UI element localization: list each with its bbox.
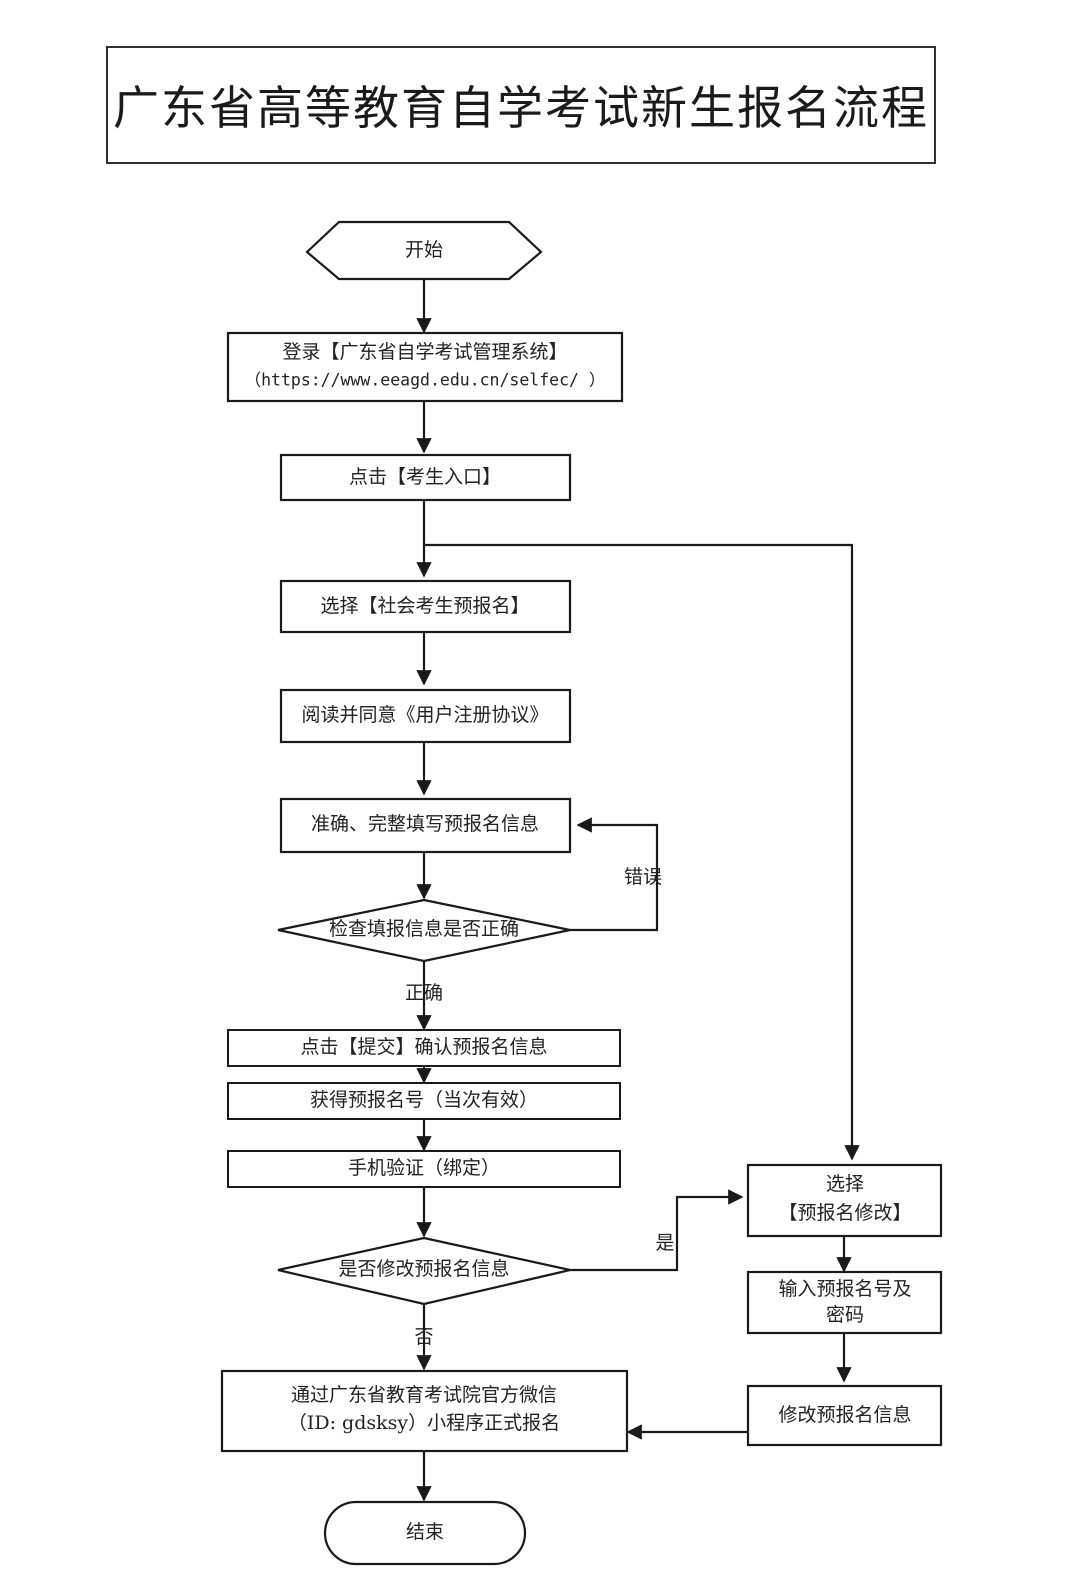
input-credentials-label-line1: 输入预报名号及 (778, 1278, 911, 1300)
edge-entry-to-choose-modify (424, 543, 860, 1161)
agreement-label: 阅读并同意《用户注册协议》 (301, 704, 548, 726)
node-modify-info[interactable]: 修改预报名信息 (746, 1384, 943, 1447)
fill-info-label: 准确、完整填写预报名信息 (311, 813, 539, 835)
entry-label: 点击【考生入口】 (349, 466, 501, 488)
wechat-register-label-line2: （ID: gdsksy）小程序正式报名 (288, 1412, 560, 1434)
node-agreement[interactable]: 阅读并同意《用户注册协议》 (279, 688, 572, 744)
choose-modify-label-line1: 选择 (826, 1173, 864, 1195)
start-label: 开始 (405, 239, 443, 261)
submit-label: 点击【提交】确认预报名信息 (300, 1036, 547, 1058)
phone-verify-box (227, 1150, 621, 1188)
node-check-info[interactable]: 检查填报信息是否正确 (277, 898, 571, 963)
page-title: 广东省高等教育自学考试新生报名流程 (113, 81, 929, 135)
connectors (416, 278, 860, 1502)
modify-decision-diamond (277, 1236, 571, 1306)
login-label-line1: 登录【广东省自学考试管理系统】 (282, 341, 567, 363)
node-get-number[interactable]: 获得预报名号（当次有效） (227, 1082, 621, 1120)
edge-label-correct: 正确 (405, 982, 443, 1004)
choose-modify-box (746, 1163, 943, 1238)
choose-pre-reg-label: 选择【社会考生预报名】 (320, 595, 529, 617)
submit-box (227, 1029, 621, 1067)
modify-decision-label: 是否修改预报名信息 (338, 1258, 509, 1280)
end-stadium (323, 1500, 527, 1566)
node-start[interactable]: 开始 (305, 220, 543, 281)
edge-modify-decision-yes (570, 1189, 744, 1272)
edge-label-error: 错误 (624, 866, 662, 888)
node-choose-modify[interactable]: 选择 【预报名修改】 (746, 1163, 943, 1238)
check-info-label: 检查填报信息是否正确 (329, 918, 519, 940)
node-end[interactable]: 结束 (323, 1500, 527, 1566)
node-wechat-register[interactable]: 通过广东省教育考试院官方微信 （ID: gdsksy）小程序正式报名 (220, 1369, 629, 1453)
node-login[interactable]: 登录【广东省自学考试管理系统】 （https://www.eeagd.edu.c… (226, 331, 624, 403)
login-box (226, 331, 624, 403)
choose-modify-label-line2: 【预报名修改】 (778, 1202, 911, 1224)
node-input-credentials[interactable]: 输入预报名号及 密码 (746, 1270, 943, 1335)
edge-label-yes: 是 (655, 1232, 674, 1254)
choose-pre-reg-box (279, 579, 572, 634)
wechat-register-label-line1: 通过广东省教育考试院官方微信 (291, 1384, 557, 1406)
modify-info-box (746, 1384, 943, 1447)
login-label-line2: （https://www.eeagd.edu.cn/selfec/ ） (245, 371, 606, 390)
node-submit[interactable]: 点击【提交】确认预报名信息 (227, 1029, 621, 1067)
wechat-register-box (220, 1369, 629, 1453)
edge-labels: 错误 正确 是 否 (405, 866, 675, 1348)
node-entry[interactable]: 点击【考生入口】 (279, 453, 572, 502)
node-fill-info[interactable]: 准确、完整填写预报名信息 (279, 797, 572, 854)
fill-info-box (279, 797, 572, 854)
edge-label-no: 否 (414, 1326, 433, 1348)
input-credentials-label-line2: 密码 (826, 1304, 864, 1326)
entry-box (279, 453, 572, 502)
check-info-diamond (277, 898, 571, 963)
modify-info-label: 修改预报名信息 (778, 1404, 911, 1426)
input-credentials-box (746, 1270, 943, 1335)
get-number-label: 获得预报名号（当次有效） (310, 1089, 538, 1111)
agreement-box (279, 688, 572, 744)
node-modify-decision[interactable]: 是否修改预报名信息 (277, 1236, 571, 1306)
title-frame: 广东省高等教育自学考试新生报名流程 (106, 46, 936, 164)
get-number-box (227, 1082, 621, 1120)
node-choose-pre-reg[interactable]: 选择【社会考生预报名】 (279, 579, 572, 634)
end-label: 结束 (406, 1521, 444, 1543)
edge-check-error-loop (570, 817, 659, 932)
phone-verify-label: 手机验证（绑定） (348, 1157, 500, 1179)
start-hexagon (305, 220, 543, 281)
node-phone-verify[interactable]: 手机验证（绑定） (227, 1150, 621, 1188)
